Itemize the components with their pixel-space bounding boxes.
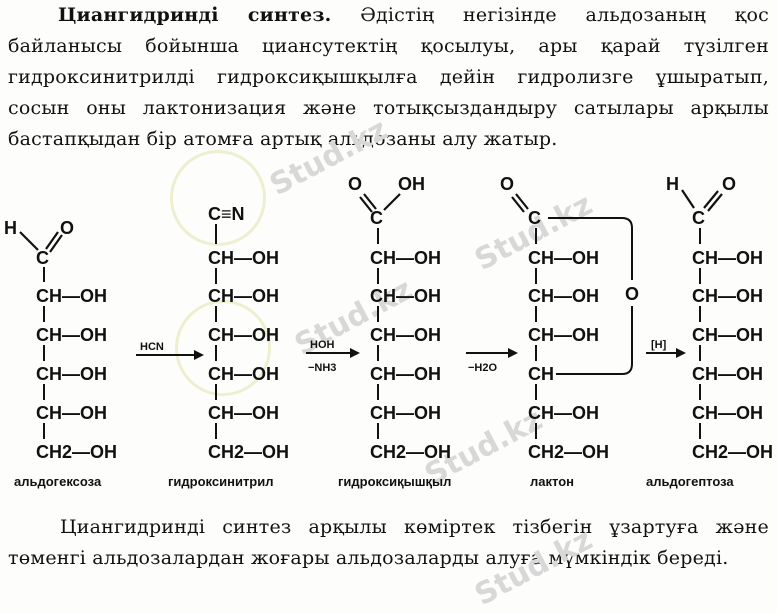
- acid-c: C: [370, 208, 383, 228]
- acid-o: O: [348, 174, 362, 194]
- ch2-oh: CH2—OH: [528, 442, 609, 462]
- reagent-hydrogen: [H]: [651, 339, 667, 351]
- label-aldohexose: альдогексоза: [14, 474, 102, 489]
- ch2-oh: CH2—OH: [208, 442, 289, 462]
- reagent-minus-water: −H2O: [468, 362, 497, 374]
- ch-oh: CH—OH: [36, 364, 107, 384]
- ch-oh: CH—OH: [370, 325, 441, 345]
- aldohexose-structure: H O C CH—OH CH—OH CH—OH CH—OH CH2—OH аль…: [4, 218, 117, 489]
- label-hydroxynitrile: гидроксинитрил: [168, 474, 274, 489]
- conclusion-paragraph: Циангидринді синтез арқылы көміртек тізб…: [8, 516, 769, 569]
- reagent-minus-ammonia: −NH3: [308, 362, 336, 374]
- aldehyde-c: C: [36, 248, 49, 268]
- ch2-oh: CH2—OH: [370, 442, 451, 462]
- aldoheptose-structure: H O C CH—OH CH—OH CH—OH CH—OH CH—OH CH2—…: [646, 174, 773, 489]
- reaction-arrow-1: HCN: [136, 341, 204, 360]
- aldehyde-h: H: [4, 218, 17, 238]
- cyanohydrin-scheme: H O C CH—OH CH—OH CH—OH CH—OH CH2—OH аль…: [4, 174, 773, 489]
- intro-text: Әдістің негізінде альдозаның қос байланы…: [8, 4, 769, 150]
- reaction-arrow-3: −H2O: [466, 348, 518, 374]
- reagent-hcn: HCN: [140, 341, 164, 353]
- watermark-logo-icon: [175, 300, 271, 396]
- ch-oh: CH—OH: [692, 364, 763, 384]
- ch-oh: CH—OH: [692, 248, 763, 268]
- aldehyde-h: H: [666, 174, 679, 194]
- nitrile-group: C≡N: [208, 204, 245, 224]
- ch-oh: CH—OH: [370, 403, 441, 423]
- acid-oh: OH: [398, 174, 425, 194]
- lactone-c: C: [528, 208, 541, 228]
- ch-oh: CH—OH: [208, 403, 279, 423]
- label-hydroxyacid: гидроксиқышқыл: [338, 474, 451, 489]
- label-lactone: лактон: [530, 474, 574, 489]
- ch-oh: CH—OH: [528, 248, 599, 268]
- ch-oh: CH—OH: [528, 403, 599, 423]
- lactone-ch: CH: [528, 364, 554, 384]
- ch2-oh: CH2—OH: [36, 442, 117, 462]
- lactone-structure: O C CH—OH CH—OH CH—OH CH CH—OH CH2—OH O …: [500, 174, 639, 489]
- aldehyde-c: C: [692, 208, 705, 228]
- intro-paragraph: Циангидринді синтез. Әдістің негізінде а…: [8, 0, 769, 155]
- hydroxynitrile-structure: C≡N CH—OH CH—OH CH—OH CH—OH CH—OH CH2—OH…: [168, 204, 289, 489]
- section-heading: Циангидринді синтез.: [58, 4, 332, 26]
- ch-oh: CH—OH: [36, 286, 107, 306]
- ch-oh: CH—OH: [208, 325, 279, 345]
- ch-oh: CH—OH: [208, 286, 279, 306]
- ch-oh: CH—OH: [370, 286, 441, 306]
- label-aldoheptose: альдогептоза: [646, 474, 734, 489]
- ch-oh: CH—OH: [528, 325, 599, 345]
- aldehyde-o: O: [60, 218, 74, 238]
- reaction-arrow-4: [H]: [646, 339, 686, 358]
- ch-oh: CH—OH: [692, 325, 763, 345]
- ch-oh: CH—OH: [36, 403, 107, 423]
- ch-oh: CH—OH: [370, 248, 441, 268]
- hydroxyacid-structure: O OH C CH—OH CH—OH CH—OH CH—OH CH—OH CH2…: [338, 174, 451, 489]
- ch-oh: CH—OH: [370, 364, 441, 384]
- ch2-oh: CH2—OH: [692, 442, 773, 462]
- reaction-arrow-2: HOH −NH3: [306, 339, 360, 374]
- ch-oh: CH—OH: [528, 286, 599, 306]
- aldehyde-o: O: [722, 174, 736, 194]
- ch-oh: CH—OH: [208, 364, 279, 384]
- ch-oh: CH—OH: [208, 248, 279, 268]
- lactone-ring-o: O: [625, 284, 639, 304]
- lactone-carbonyl-o: O: [500, 174, 514, 194]
- ch-oh: CH—OH: [692, 403, 763, 423]
- ch-oh: CH—OH: [36, 325, 107, 345]
- reagent-water: HOH: [310, 339, 335, 351]
- watermark-logo-icon: [170, 150, 266, 246]
- ch-oh: CH—OH: [692, 286, 763, 306]
